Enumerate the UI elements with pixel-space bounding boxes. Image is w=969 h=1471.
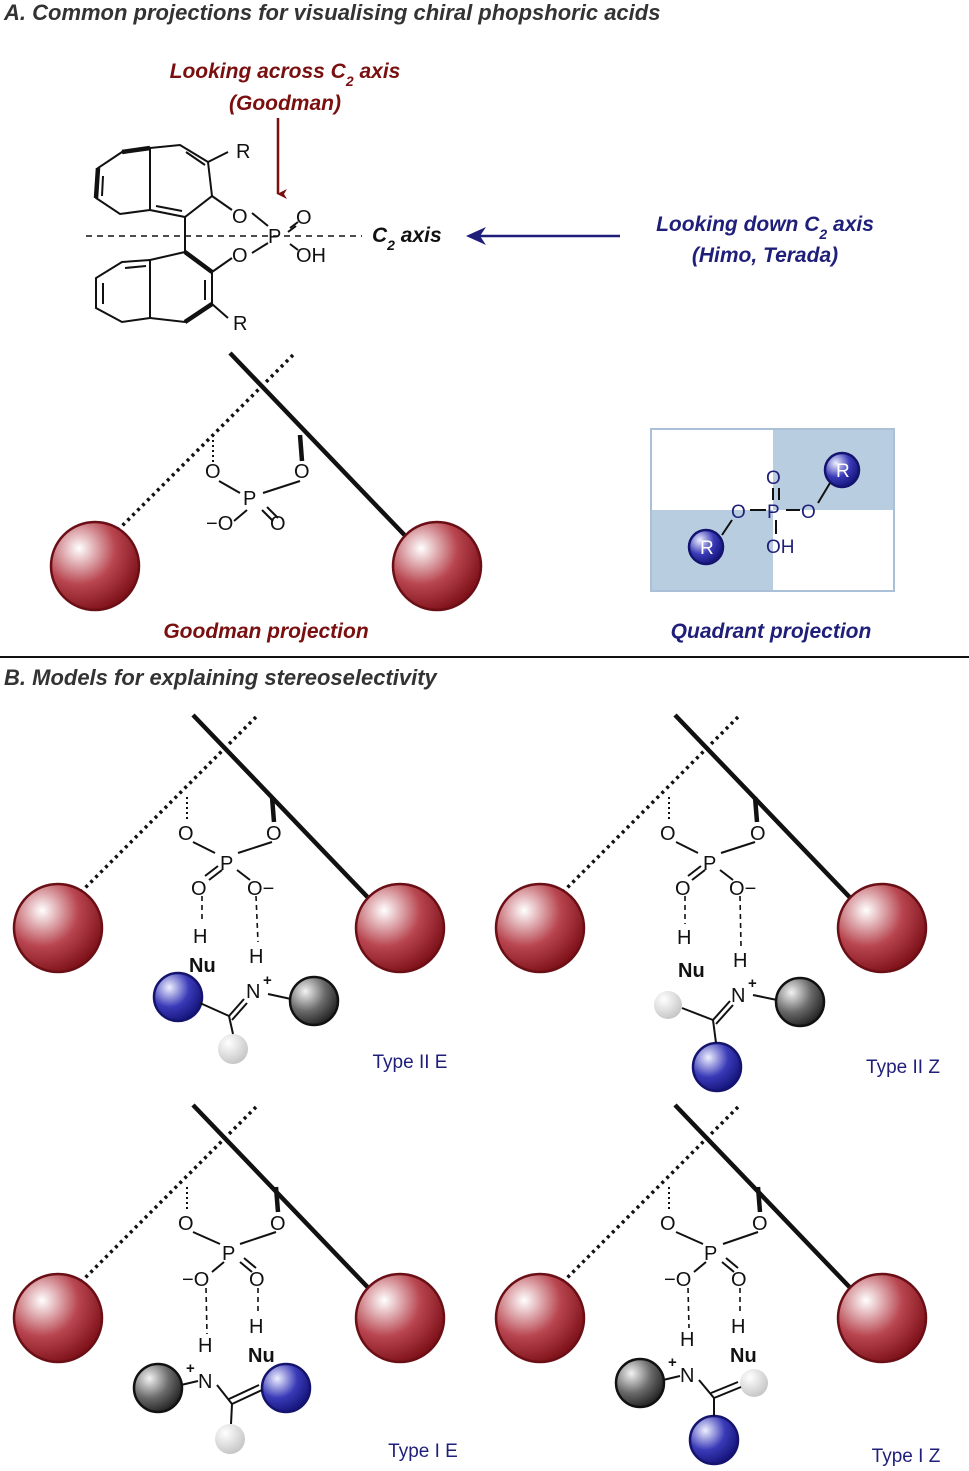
atom-oh: OH bbox=[296, 245, 326, 267]
down-view-label: Looking down C2 axis bbox=[656, 213, 874, 242]
model-type-i-e: Type I E bbox=[14, 1105, 458, 1462]
m4-nu: Nu bbox=[730, 1345, 757, 1367]
quad-atom-o-oxo: O bbox=[766, 468, 781, 489]
c2-axis-label: C2 axis bbox=[372, 224, 442, 253]
gp-atom-o-oxo: O bbox=[270, 513, 286, 535]
m3-h-n: H bbox=[198, 1335, 212, 1357]
m1-nu: Nu bbox=[189, 955, 216, 977]
m1-h-nu: H bbox=[193, 926, 207, 948]
m2-plus: + bbox=[748, 975, 757, 992]
m2-n: N bbox=[731, 985, 745, 1007]
m2-o-right: O bbox=[750, 823, 766, 845]
model-type-i-z: Type I Z bbox=[496, 1105, 941, 1467]
m3-o-oxo: O bbox=[249, 1269, 265, 1291]
m2-o-left: O bbox=[660, 823, 676, 845]
caption-type-ii-e: Type II E bbox=[373, 1052, 448, 1073]
quad-atom-o-left: O bbox=[731, 502, 746, 523]
quad-atom-r-bottom: R bbox=[700, 538, 714, 559]
m3-n: N bbox=[198, 1371, 212, 1393]
quad-atom-p: P bbox=[767, 502, 780, 523]
goodman-caption: Goodman projection bbox=[163, 620, 368, 643]
m4-o-right: O bbox=[752, 1213, 768, 1235]
m4-plus: + bbox=[668, 1354, 677, 1371]
m3-nu: Nu bbox=[248, 1345, 275, 1367]
gp-atom-o-left: O bbox=[205, 461, 221, 483]
m1-o-minus: O− bbox=[247, 878, 274, 900]
panel-a-heading: A. Common projections for visualising ch… bbox=[3, 0, 660, 25]
m1-h-n: H bbox=[249, 946, 263, 968]
m2-p: P bbox=[703, 853, 716, 875]
quad-atom-r-top: R bbox=[836, 461, 850, 482]
m4-o-minus: −O bbox=[664, 1269, 691, 1291]
caption-type-i-z: Type I Z bbox=[872, 1446, 941, 1467]
goodman-view-author: (Goodman) bbox=[229, 92, 341, 115]
m3-h-nu: H bbox=[249, 1316, 263, 1338]
panel-b-heading: B. Models for explaining stereoselectivi… bbox=[4, 665, 439, 690]
m3-p: P bbox=[222, 1243, 235, 1265]
atom-o-oxo: O bbox=[296, 207, 312, 229]
down-view-authors: (Himo, Terada) bbox=[692, 244, 838, 267]
m3-o-left: O bbox=[178, 1213, 194, 1235]
m4-o-left: O bbox=[660, 1213, 676, 1235]
caption-type-ii-z: Type II Z bbox=[866, 1057, 940, 1078]
quad-atom-oh: OH bbox=[766, 537, 795, 558]
m4-o-oxo: O bbox=[731, 1269, 747, 1291]
caption-type-i-e: Type I E bbox=[388, 1441, 458, 1462]
panel-a: A. Common projections for visualising ch… bbox=[3, 0, 895, 643]
gp-atom-p: P bbox=[243, 488, 256, 510]
m2-o-oxo: O bbox=[675, 878, 691, 900]
binol-phosphoric-acid bbox=[93, 143, 299, 324]
m4-n: N bbox=[680, 1365, 694, 1387]
atom-r-bottom: R bbox=[233, 313, 247, 335]
gp-atom-o-right: O bbox=[294, 461, 310, 483]
m2-o-minus: O− bbox=[729, 878, 756, 900]
atom-o-lower: O bbox=[232, 245, 248, 267]
m2-h-nu: H bbox=[677, 927, 691, 949]
atom-r-top: R bbox=[236, 141, 250, 163]
quadrant-projection bbox=[650, 428, 895, 592]
m2-nu: Nu bbox=[678, 960, 705, 982]
atom-p: P bbox=[268, 226, 281, 248]
m1-o-left: O bbox=[178, 823, 194, 845]
m3-o-right: O bbox=[270, 1213, 286, 1235]
quad-atom-o-right: O bbox=[801, 502, 816, 523]
m1-plus: + bbox=[263, 972, 272, 989]
model-type-ii-z: Type II Z bbox=[496, 715, 940, 1093]
panel-b: B. Models for explaining stereoselectivi… bbox=[4, 665, 941, 1467]
goodman-projection bbox=[51, 353, 481, 610]
atom-o-upper: O bbox=[232, 206, 248, 228]
m1-o-oxo: O bbox=[191, 878, 207, 900]
model-type-ii-e: Type II E bbox=[14, 715, 447, 1073]
m3-o-minus: −O bbox=[182, 1269, 209, 1291]
m4-p: P bbox=[704, 1243, 717, 1265]
m4-h-n: H bbox=[680, 1329, 694, 1351]
m1-o-right: O bbox=[266, 823, 282, 845]
goodman-view-label: Looking across C2 axis bbox=[170, 60, 401, 89]
quadrant-caption: Quadrant projection bbox=[671, 620, 872, 643]
gp-atom-o-minus: −O bbox=[206, 513, 233, 535]
m2-h-n: H bbox=[733, 950, 747, 972]
m1-p: P bbox=[220, 853, 233, 875]
m4-h-nu: H bbox=[731, 1316, 745, 1338]
m3-plus: + bbox=[186, 1360, 195, 1377]
down-view-arrowhead bbox=[466, 227, 486, 245]
m1-n: N bbox=[246, 981, 260, 1003]
